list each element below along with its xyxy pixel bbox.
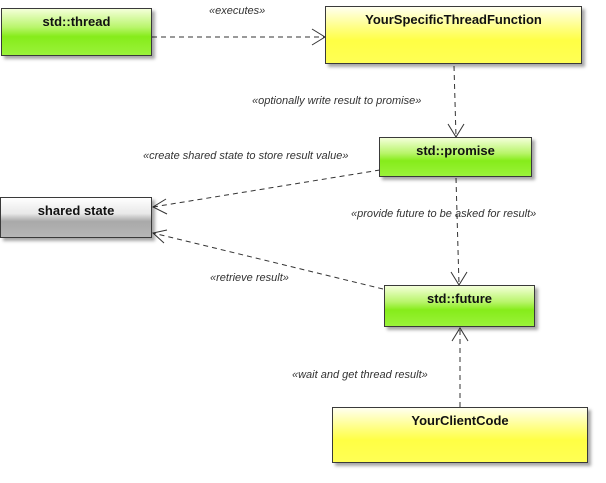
label-executes: «executes» (209, 5, 266, 17)
label-write-result: «optionally write result to promise» (252, 95, 422, 107)
node-shared-state-label: shared state (37, 203, 115, 218)
edge-write-result (453, 65, 457, 138)
label-retrieve-result: «retrieve result» (210, 272, 289, 284)
node-std-thread[interactable]: std::thread (1, 8, 152, 56)
label-wait-result: «wait and get thread result» (292, 369, 428, 381)
node-client-code-label: YourClientCode (411, 413, 509, 428)
node-shared-state[interactable]: shared state (0, 197, 152, 238)
label-create-state: «create shared state to store result val… (143, 150, 349, 162)
node-thread-function-label: YourSpecificThreadFunction (365, 12, 542, 27)
label-provide-future: «provide future to be asked for result» (351, 208, 537, 220)
arrowhead-wait-result (451, 327, 469, 342)
edge-create-state (152, 169, 381, 208)
node-std-thread-label: std::thread (42, 14, 111, 29)
node-thread-function[interactable]: YourSpecificThreadFunction (325, 6, 582, 64)
node-std-promise[interactable]: std::promise (379, 137, 532, 177)
edge-retrieve-result (152, 232, 384, 290)
arrowhead-retrieve-result (151, 229, 168, 244)
node-std-future-label: std::future (427, 291, 492, 306)
node-client-code[interactable]: YourClientCode (332, 407, 588, 463)
node-std-promise-label: std::promise (416, 143, 495, 158)
node-std-future[interactable]: std::future (384, 285, 535, 327)
arrowhead-create-state (151, 198, 168, 215)
edge-provide-future (455, 177, 460, 286)
